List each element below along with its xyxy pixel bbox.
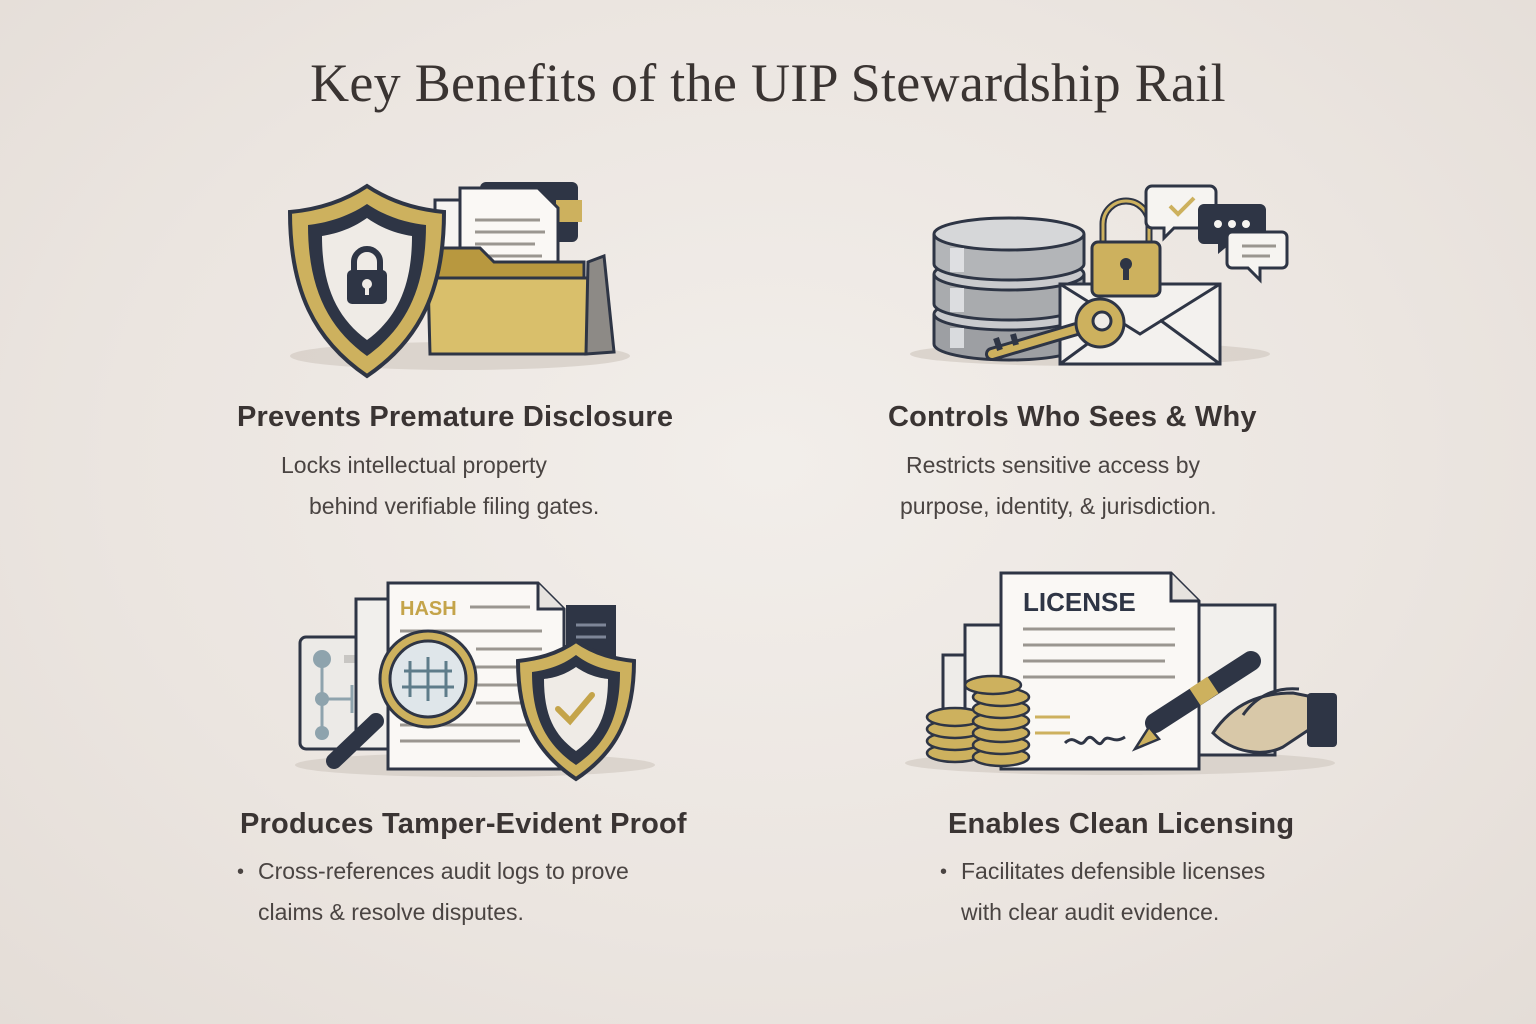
- card-description-line: with clear audit evidence.: [961, 899, 1220, 925]
- padlock-icon: [1090, 197, 1162, 298]
- page-title: Key Benefits of the UIP Stewardship Rail: [310, 53, 1226, 113]
- key-icon: [985, 297, 1126, 361]
- magnifier-icon: [326, 629, 478, 769]
- database-icon: [932, 216, 1086, 362]
- card-description-line: Cross-references audit logs to prove: [258, 858, 629, 884]
- tamper-proof-illustration: HASH: [295, 581, 655, 782]
- bullet-marker: •: [237, 861, 245, 883]
- chat-bubbles-icon: [1144, 184, 1289, 284]
- card-description-line: Facilitates defensible licenses: [961, 858, 1266, 884]
- shield-check-icon: [515, 638, 637, 782]
- card-heading: Enables Clean Licensing: [948, 808, 1295, 840]
- coin-stack-icon: [925, 674, 1031, 768]
- card-description-line: Restricts sensitive access by: [906, 452, 1200, 478]
- card-heading: Prevents Premature Disclosure: [237, 401, 674, 433]
- card-heading: Controls Who Sees & Why: [888, 401, 1257, 433]
- card-description-line: claims & resolve disputes.: [258, 899, 524, 925]
- hash-label: HASH: [400, 598, 457, 620]
- bullet-marker: •: [940, 861, 948, 883]
- pen-icon: [1131, 651, 1261, 752]
- shield-folder-illustration: [287, 182, 630, 379]
- handshake-icon: [1211, 687, 1337, 754]
- license-label: LICENSE: [1023, 587, 1136, 617]
- card-description-line: purpose, identity, & jurisdiction.: [900, 493, 1217, 519]
- card-description-line: Locks intellectual property: [281, 452, 547, 478]
- folder-documents-icon: [426, 182, 616, 356]
- license-document-icon: LICENSE: [999, 571, 1201, 771]
- shield-lock-icon: [287, 183, 447, 379]
- licensing-illustration: LICENSE: [905, 571, 1337, 775]
- card-description-line: behind verifiable filing gates.: [309, 493, 600, 519]
- card-heading: Produces Tamper-Evident Proof: [240, 808, 687, 840]
- access-control-illustration: [910, 184, 1289, 366]
